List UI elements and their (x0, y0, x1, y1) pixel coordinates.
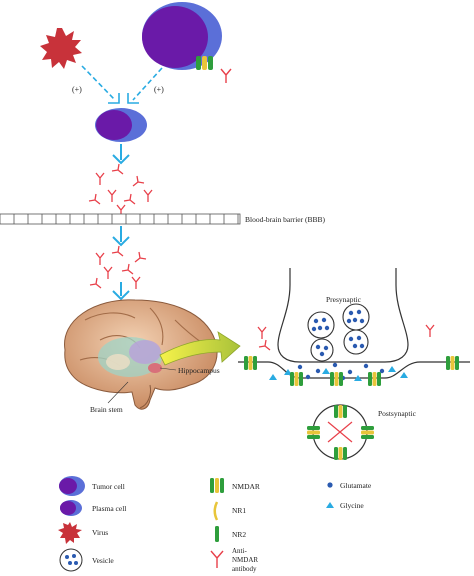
legend-nmdar-icon (210, 478, 224, 493)
legend-tumor-cell-icon (59, 476, 85, 496)
activation-arrow-left (81, 65, 120, 104)
arrow-through-bbb (112, 226, 130, 247)
vesicle-icon (310, 338, 334, 362)
legend-nr1-label: NR1 (232, 506, 246, 515)
legend-nr2-icon (215, 526, 219, 542)
nmdar-receptors (244, 356, 459, 386)
legend-antibody-label-3: antibody (232, 565, 257, 573)
antibody-cluster-upper (88, 163, 153, 217)
presynaptic-label: Presynaptic (326, 295, 362, 304)
legend-plasma-cell-icon (60, 500, 82, 516)
tumor-cell-icon (142, 2, 222, 70)
blood-brain-barrier (0, 213, 241, 225)
legend-nr1-icon (213, 501, 219, 521)
brain-stem-label: Brain stem (90, 405, 123, 414)
bbb-label: Blood-brain barrier (BBB) (245, 215, 325, 224)
brain-illustration (64, 299, 218, 410)
plus-label-left: (+) (72, 85, 82, 94)
legend-antibody-label-2: NMDAR (232, 556, 258, 564)
legend-glutamate-label: Glutamate (340, 481, 372, 490)
legend-glycine-icon (326, 502, 334, 508)
postsynaptic-label: Postsynaptic (378, 409, 417, 418)
vesicle-icon (307, 311, 335, 339)
activation-arrow-right (127, 67, 163, 104)
plus-label-right: (+) (154, 85, 164, 94)
legend-nmdar-label: NMDAR (232, 482, 260, 491)
legend-nr2-label: NR2 (232, 530, 246, 539)
legend-antibody-label-1: Anti- (232, 547, 247, 555)
antibody-icon (220, 68, 232, 83)
legend-virus-icon (58, 522, 82, 544)
zoom-arrow (159, 331, 241, 366)
arrow-to-brain (112, 282, 130, 301)
legend-glycine-label: Glycine (340, 501, 364, 510)
plasma-cell-icon (95, 108, 147, 142)
legend-virus-label: Virus (92, 528, 108, 537)
virus-icon (40, 28, 82, 69)
hippocampus-label: Hippocampus (178, 366, 220, 375)
tumor-nmdar-icon (196, 56, 213, 70)
vesicle-icon (343, 329, 369, 355)
legend-antibody-icon (210, 550, 224, 568)
legend-glutamate-icon (327, 482, 333, 488)
legend-plasma-cell-label: Plasma cell (92, 504, 126, 513)
vesicle-icon (342, 303, 370, 331)
legend-tumor-cell-label: Tumor cell (92, 482, 125, 491)
legend-vesicle-label: Vesicle (92, 556, 114, 565)
legend-vesicle-icon (59, 548, 83, 572)
legend: Tumor cell Plasma cell Virus Vesicle NMD… (58, 476, 372, 573)
antibody-cluster-lower (89, 245, 147, 289)
antibodies-synapse (257, 324, 435, 351)
arrow-plasma-to-antibodies (112, 144, 130, 165)
internalized-receptor-vesicle (307, 404, 374, 460)
